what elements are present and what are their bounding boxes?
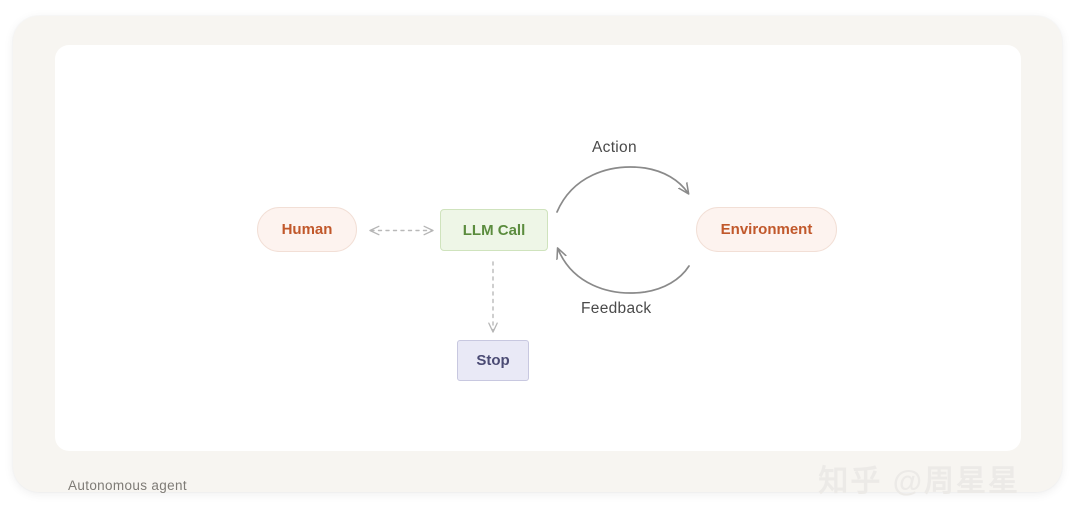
node-environment[interactable]: Environment [696,207,837,252]
edge-label-action: Action [592,139,637,156]
figure-caption: Autonomous agent [68,478,187,493]
edge-label-feedback: Feedback [581,300,652,317]
zhihu-watermark: 知乎 @周星星 [818,465,1020,498]
node-human[interactable]: Human [257,207,357,252]
node-llm-call[interactable]: LLM Call [440,209,548,251]
node-stop[interactable]: Stop [457,340,529,381]
figure-card: Autonomous agent 知乎 @周星星 [13,16,1062,498]
